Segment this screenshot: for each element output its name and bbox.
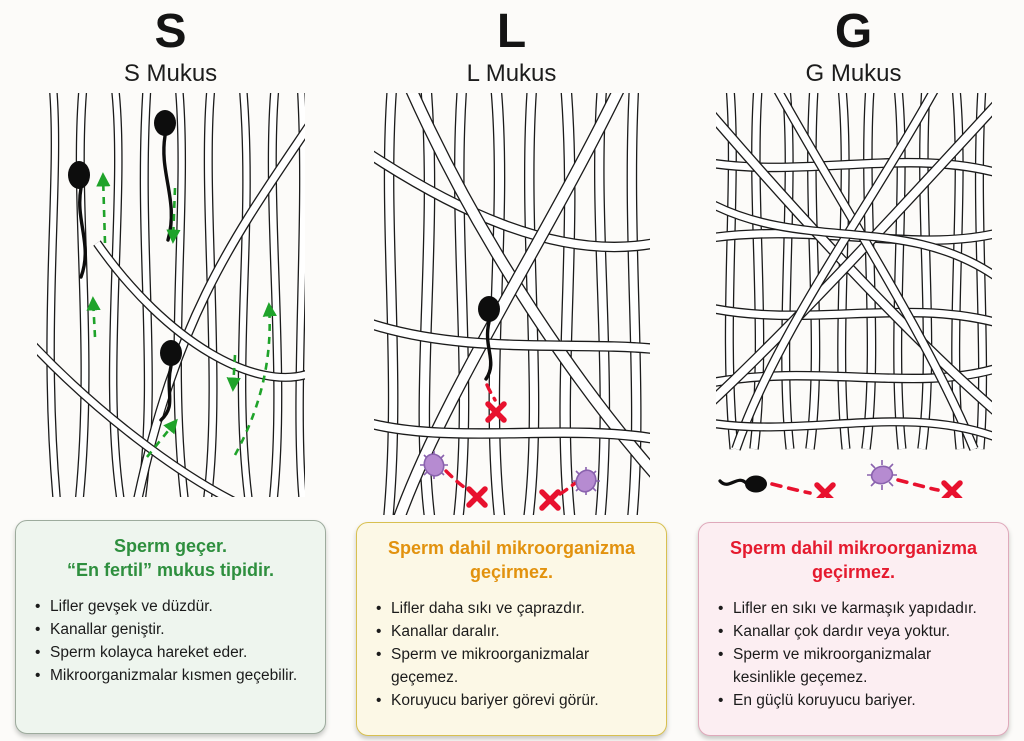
column-subtitle: G Mukus <box>805 59 902 87</box>
bullet-item: Kanallar daralır. <box>374 621 649 644</box>
microbe-icon <box>866 460 897 491</box>
microbe-icon <box>571 467 600 496</box>
bullet-item: Lifler en sıkı ve karmaşık yapıdadır. <box>716 598 991 621</box>
s-mukus-info-box: Sperm geçer. “En fertil” mukus tipidir. … <box>15 520 326 735</box>
box-title-line: Sperm dahil mikroorganizma <box>387 538 636 559</box>
column-letter: S <box>154 5 187 58</box>
bullet-item: Sperm kolayca hareket eder. <box>33 642 308 665</box>
sperm-icon <box>477 296 500 381</box>
column-s-mukus: S S Mukus <box>0 0 341 735</box>
column-subtitle: S Mukus <box>123 59 218 87</box>
g-mukus-info-box: Sperm dahil mikroorganizma geçirmez. Lif… <box>698 522 1009 737</box>
bullet-item: Koruyucu bariyer görevi görür. <box>374 690 649 713</box>
x-mark-icon <box>813 482 836 499</box>
s-mucus-illustration <box>36 93 305 498</box>
bullet-item: Kanallar geniştir. <box>33 619 308 642</box>
box-title-line: geçirmez. <box>469 562 554 583</box>
bullet-item: En güçlü koruyucu bariyer. <box>716 690 991 713</box>
column-letter: L <box>496 5 527 58</box>
green-path-arrows <box>85 172 277 459</box>
bullet-list: Lifler en sıkı ve karmaşık yapıdadır. Ka… <box>716 598 991 713</box>
bullet-list: Lifler daha sıkı ve çaprazdır. Kanallar … <box>374 598 649 713</box>
sperm-icon <box>717 475 767 493</box>
box-title-line: geçirmez. <box>811 562 896 583</box>
box-title-line: “En fertil” mukus tipidir. <box>66 560 275 581</box>
g-mucus-illustration <box>715 93 992 499</box>
box-title: Sperm geçer. “En fertil” mukus tipidir. <box>33 534 308 583</box>
box-title-line: Sperm dahil mikroorganizma <box>729 538 978 559</box>
x-mark-icon <box>538 489 561 511</box>
loose-fibers <box>36 93 305 498</box>
column-subtitle: L Mukus <box>466 59 557 87</box>
sperm-icon <box>67 161 90 279</box>
x-mark-icon <box>465 486 488 508</box>
bullet-item: Sperm ve mikroorganizmalar kesinlikle ge… <box>716 644 991 690</box>
bullet-list: Lifler gevşek ve düzdür. Kanallar genişt… <box>33 596 308 688</box>
blocked-paths <box>769 478 940 495</box>
bullet-item: Lifler gevşek ve düzdür. <box>33 596 308 619</box>
x-mark-icon <box>940 480 963 499</box>
bullet-item: Lifler daha sıkı ve çaprazdır. <box>374 598 649 621</box>
box-title-line: Sperm geçer. <box>113 536 228 557</box>
x-mark-icon <box>484 401 507 423</box>
sperm-icon <box>153 110 176 242</box>
column-l-mukus: L L Mukus <box>341 0 682 737</box>
sperm-icon <box>158 340 182 422</box>
bullet-item: Sperm ve mikroorganizmalar geçemez. <box>374 644 649 690</box>
bullet-item: Kanallar çok dardır veya yoktur. <box>716 621 991 644</box>
column-letter: G <box>834 5 873 58</box>
column-g-mukus: G G Mukus <box>683 0 1024 737</box>
dense-mesh-fibers <box>715 93 992 452</box>
box-title: Sperm dahil mikroorganizma geçirmez. <box>374 536 649 585</box>
l-mucus-illustration <box>373 93 650 516</box>
box-title: Sperm dahil mikroorganizma geçirmez. <box>716 536 991 585</box>
crossed-fibers <box>373 93 650 516</box>
microbe-icon <box>419 451 448 480</box>
l-mukus-info-box: Sperm dahil mikroorganizma geçirmez. Lif… <box>356 522 667 737</box>
bullet-item: Mikroorganizmalar kısmen geçebilir. <box>33 665 308 688</box>
